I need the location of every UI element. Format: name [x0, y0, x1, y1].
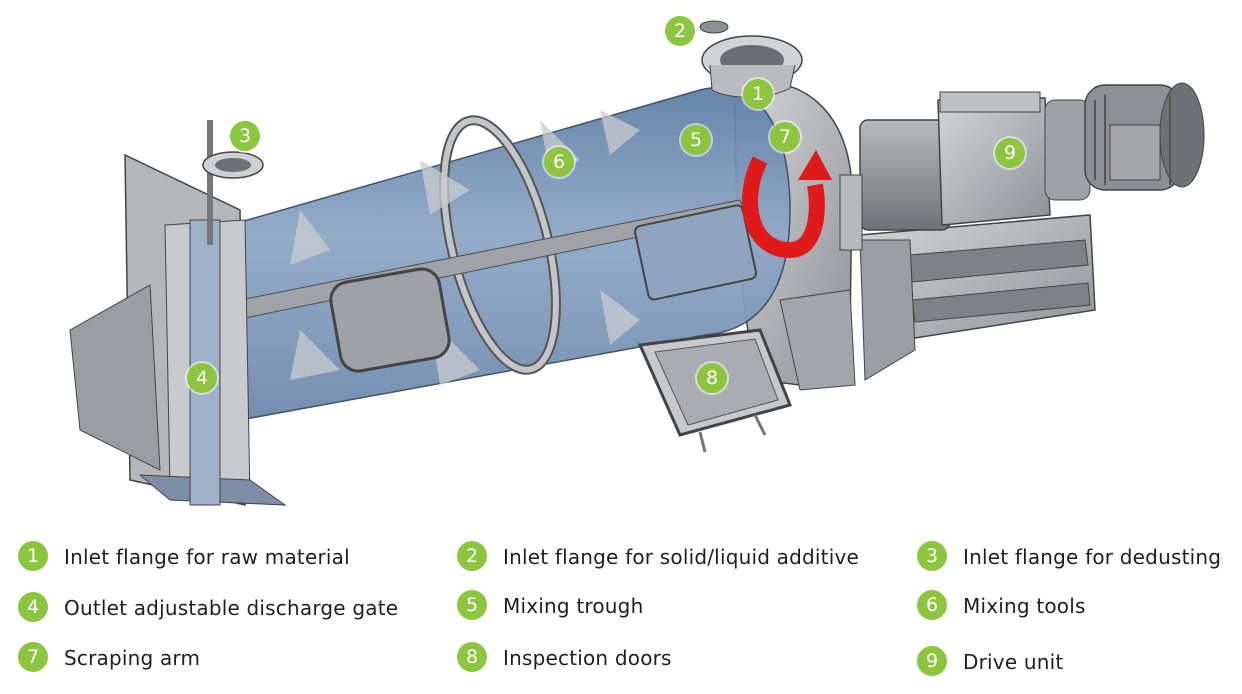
mixing-trough — [229, 86, 791, 421]
callout-badge-6: 6 — [544, 147, 574, 177]
callout-badge-5: 5 — [681, 125, 711, 155]
callout-badge-4: 4 — [187, 363, 217, 393]
callout-badge-7: 7 — [770, 122, 800, 152]
outlet-gate — [69, 120, 287, 506]
support-frame — [859, 214, 1096, 381]
callout-badge-2: 2 — [665, 16, 695, 46]
callout-badge-8: 8 — [697, 363, 727, 393]
callout-badge-9: 9 — [995, 138, 1025, 168]
callout-badge-1: 1 — [743, 79, 773, 109]
callout-badge-3: 3 — [230, 121, 260, 151]
drive-unit — [859, 82, 1205, 231]
rotation-arrow — [742, 150, 832, 259]
inlet-flange-1 — [699, 20, 803, 98]
